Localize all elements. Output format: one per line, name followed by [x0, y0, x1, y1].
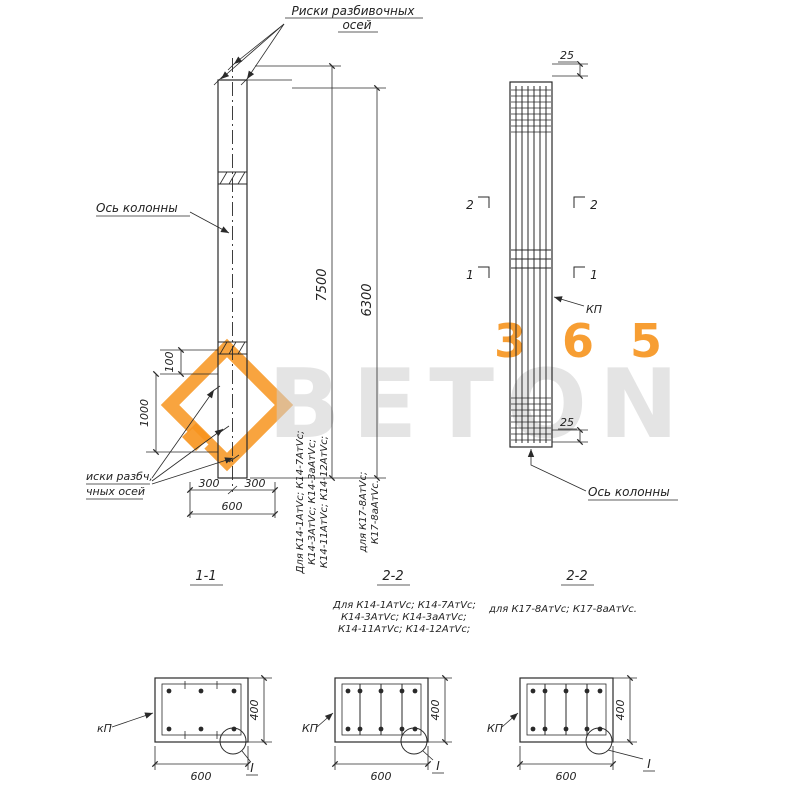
elevation-view [209, 58, 292, 492]
s3-detail-mark: I [647, 757, 651, 771]
mid-note-line2: К14-3АтVс; К14-3аАтVс; [341, 612, 467, 623]
reinforcement-view: 25 25 2 2 1 1 КП Ось [466, 49, 678, 501]
watermark: BETON 365 [160, 314, 698, 472]
longitudinal-bars [515, 86, 547, 443]
s1-detail-circle [219, 727, 247, 755]
cross-section-3: КП 400 600 I [487, 674, 655, 783]
section-title-2-2-mid: 2-2 [382, 569, 403, 584]
axis-label-left-group: Ось колонны [96, 201, 230, 234]
s3-dim-400: 400 [614, 700, 627, 721]
top-note-line1: Риски разбивочных [292, 4, 416, 18]
stirrups-middle [511, 249, 551, 269]
s3-dim-600: 600 [556, 770, 577, 783]
s2-dim-400: 400 [429, 700, 442, 721]
partial-note-line2: чных осей [86, 485, 145, 498]
dim-6300: 6300 [360, 283, 375, 316]
flag-1-right: 1 [590, 268, 598, 282]
partial-note-line1: иски разбч, [86, 470, 153, 483]
watermark-number-text: 365 [494, 314, 698, 368]
cross-section-1: кП 400 600 I [97, 674, 272, 783]
cross-section-2: КП 400 600 I [302, 674, 452, 783]
s3-detail-circle [585, 727, 613, 755]
stirrups-bottom [511, 397, 551, 441]
spec-left-line2: К14-3АтVс; К14-3аАтVс; [307, 439, 318, 565]
s1-dim-600: 600 [191, 770, 212, 783]
flag-2-right: 2 [590, 198, 598, 212]
axis-label-right-group: Ось колонны [527, 449, 678, 501]
bottom-left-note: иски разбч, чных осей [86, 389, 234, 500]
top-axes-note: Риски разбивочных осей [220, 4, 423, 80]
right-note: для К17-8АтVс; К17-8аАтVс. [488, 604, 637, 615]
joint-band-lower [218, 341, 247, 355]
dim-25-bottom-group: 25 [552, 416, 588, 446]
dim-1000: 1000 [138, 399, 151, 427]
elevation-bottom-dimensions: 300 300 600 [186, 477, 279, 518]
dim-100: 100 [163, 352, 176, 373]
section-notes: Для К14-1АтVс; К14-7АтVс; К14-3АтVс; К14… [332, 600, 637, 635]
watermark-brand-text: BETON [268, 350, 690, 460]
section-titles: 1-1 2-2 2-2 [190, 569, 594, 586]
section-title-1-1: 1-1 [195, 569, 216, 584]
s2-detail-circle [400, 727, 428, 755]
s3-kp-label: КП [487, 722, 503, 735]
mid-note-line3: К14-11АтVс; К14-12АтVс; [338, 624, 470, 635]
kp-label: КП [586, 303, 602, 316]
dim-300-left: 300 [199, 477, 220, 490]
spec-right-line2: К17-8аАтVс. [370, 480, 381, 544]
s2-detail-mark: I [436, 759, 440, 773]
axis-label-left: Ось колонны [96, 201, 178, 215]
dim-600-elevation: 600 [222, 500, 243, 513]
brand-diamond-icon [160, 338, 294, 472]
kp-callout: КП [553, 296, 602, 316]
s2-kp-label: КП [302, 722, 318, 735]
section-title-2-2-right: 2-2 [566, 569, 587, 584]
s1-detail-mark: I [250, 761, 254, 775]
dim-25-top: 25 [560, 49, 574, 62]
top-note-line2: осей [342, 18, 371, 32]
left-small-dimensions: 100 1000 [138, 346, 218, 456]
s2-dim-600: 600 [371, 770, 392, 783]
dim-25-top-group: 25 [552, 49, 588, 80]
rotated-specs-left: Для К14-1АтVс; К14-7АтVс; К14-3АтVс; К14… [295, 431, 330, 575]
spec-right-line1: для К17-8АтVс; [358, 472, 369, 554]
flag-2-left: 2 [466, 198, 474, 212]
spec-left-line3: К14-11АтVс; К14-12АтVс; [319, 436, 330, 568]
section-flags: 2 2 1 1 [466, 196, 598, 282]
dim-300-right: 300 [245, 477, 266, 490]
reinforcement-outline [509, 81, 553, 448]
axis-label-right: Ось колонны [588, 485, 670, 499]
rotated-specs-right: для К17-8АтVс; К17-8аАтVс. [358, 472, 381, 554]
spec-left-line1: Для К14-1АтVс; К14-7АтVс; [295, 431, 306, 575]
s1-kp-label: кП [97, 722, 112, 735]
stirrups-top [511, 89, 551, 133]
mid-note-line1: Для К14-1АтVс; К14-7АтVс; [332, 600, 476, 611]
s1-dim-400: 400 [248, 700, 261, 721]
vertical-dimensions: 7500 6300 [250, 62, 386, 482]
dim-25-bottom: 25 [560, 416, 574, 429]
joint-band-upper [218, 171, 247, 185]
dim-7500: 7500 [315, 268, 330, 301]
flag-1-left: 1 [466, 268, 474, 282]
